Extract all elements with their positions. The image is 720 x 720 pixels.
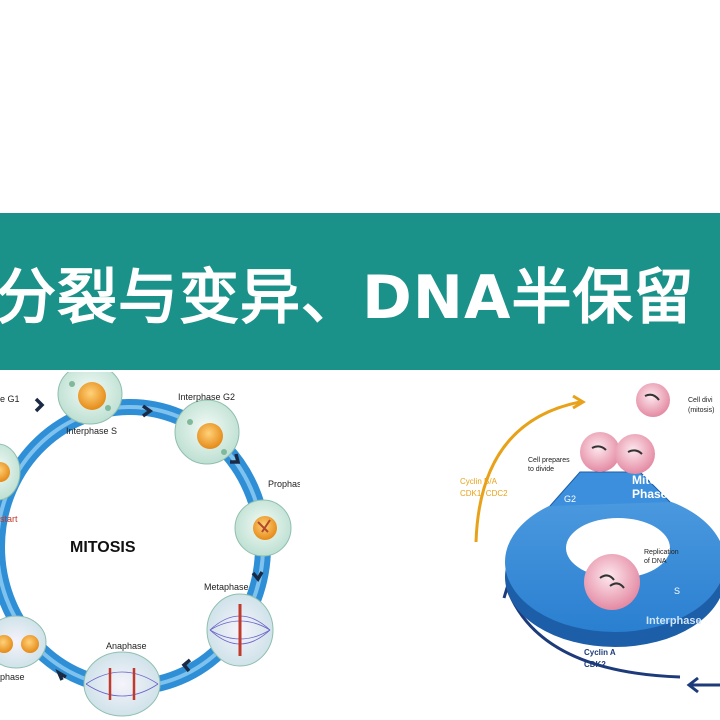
label-cdk1: CDK1/ CDC2 [460, 489, 508, 498]
top-cell [636, 383, 670, 417]
ring-arrow-2 [141, 404, 154, 418]
label-metaphase: Metaphase [204, 582, 249, 592]
banner-title: 分裂与变异、DNA半保留 [0, 263, 695, 333]
label-mitosis: (mitosis) [688, 407, 714, 414]
cell-metaphase [206, 593, 274, 667]
label-replication: Replication [644, 549, 679, 556]
cyclin-ba-arc [474, 400, 581, 543]
ring-arrow-4 [251, 571, 264, 583]
label-interphase-s: Interphase S [66, 426, 117, 436]
mitosis-center-label: MITOSIS [70, 539, 136, 556]
dividing-cells [580, 432, 655, 474]
cell-telophase [0, 615, 47, 669]
cell-interphase-g2 [174, 399, 240, 465]
cell-g1 [0, 443, 21, 501]
cell-prophase [234, 499, 292, 557]
label-prophase: Prophase [268, 479, 300, 489]
ring-arrow-1 [34, 397, 45, 413]
label-cyclin-a: Cyclin A [584, 648, 616, 657]
label-g1: e G1 [0, 394, 20, 404]
label-s: S [674, 586, 680, 596]
cell-interphase-s [57, 372, 123, 425]
cell-anaphase [83, 651, 161, 717]
label-cyclin-ba: Cyclin B/A [460, 477, 498, 486]
label-g2: G2 [564, 494, 576, 504]
label-of-dna: of DNA [644, 558, 667, 565]
title-banner: 分裂与变异、DNA半保留 [0, 213, 720, 370]
mitosis-diagram: e G1 Interphase S Interphase G2 Prophase… [0, 372, 300, 720]
label-anaphase: Anaphase [106, 641, 147, 651]
label-interphase: Interphase [646, 615, 702, 627]
label-in: In [706, 481, 717, 495]
label-cell-division: Cell divi [688, 397, 713, 404]
ring-arrow-5 [181, 658, 192, 673]
label-mitotic: Mitotic [632, 473, 671, 487]
label-m: M [674, 460, 682, 470]
ring-arrow-6 [55, 668, 67, 681]
replicating-cell [584, 554, 640, 610]
cell-cycle-diagram: Cell divi (mitosis) Cell prepares to div… [440, 372, 720, 720]
label-cdk2: CDK2 [584, 660, 606, 669]
ring-arrow-3 [230, 453, 241, 464]
label-phase: Phase [632, 487, 668, 501]
label-interphase-g2: Interphase G2 [178, 392, 235, 402]
label-telophase: phase [0, 672, 25, 682]
label-start: start [0, 514, 18, 524]
label-cell-prepares: Cell prepares [528, 457, 570, 464]
label-to-divide: to divide [528, 466, 554, 473]
